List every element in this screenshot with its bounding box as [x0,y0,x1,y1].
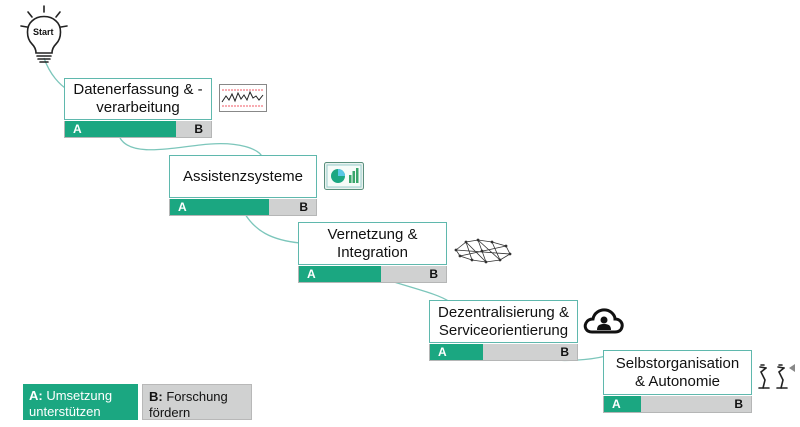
stage-5-bar-a: A [604,396,641,412]
stage-2-bar-a: A [170,199,270,215]
legend-b-key: B: [149,389,163,404]
stage-4-bar-a: A [430,344,483,360]
stage-5-bar: A B [603,396,752,413]
legend-b-text: Forschung fördern [149,389,228,420]
stage-1-title: Datenerfassung & - verarbeitung [64,78,212,120]
connector-stage-3-to-4 [393,281,451,303]
stage-1-bar-b: B [194,122,203,136]
stage-4-bar-b: B [560,345,569,359]
lightbulb-icon: Start [18,4,70,68]
legend-a-text: Umsetzung unterstützen [29,388,113,419]
stage-3-bar: A B [298,266,447,283]
connector-stage-2-to-3 [244,213,301,244]
stage-3-bar-b: B [429,267,438,281]
stage-5-title: Selbstorganisation & Autonomie [603,350,752,395]
stage-2-title: Assistenzsysteme [169,155,317,198]
cloud-user-icon [582,306,624,336]
start-label: Start [33,27,54,37]
stage-4-title: Dezentralisierung & Serviceorientierung [429,300,578,343]
robot-arms-icon [757,362,797,390]
stage-2-bar: A B [169,199,317,216]
stage-1-bar-a: A [65,121,176,137]
stage-5: Selbstorganisation & Autonomie A B [603,350,752,413]
legend-b: B: Forschung fördern [142,384,252,420]
dashboard-icon [324,162,364,190]
legend-a-key: A: [29,388,43,403]
stage-5-bar-b: B [734,397,743,411]
legend-a: A: Umsetzung unterstützen [23,384,138,420]
stage-1-bar: A B [64,121,212,138]
stage-4: Dezentralisierung & Serviceorientierung … [429,300,578,361]
stage-4-bar: A B [429,344,578,361]
stage-1: Datenerfassung & - verarbeitung A B [64,78,212,138]
stage-3: Vernetzung & Integration A B [298,222,447,283]
connector-stage-1-to-2 [119,137,263,158]
line-chart-icon [219,84,267,112]
stage-3-title: Vernetzung & Integration [298,222,447,265]
stage-2-bar-b: B [299,200,308,214]
stage-3-bar-a: A [299,266,382,282]
network-mesh-icon [452,236,514,266]
stage-2: Assistenzsysteme A B [169,155,317,216]
